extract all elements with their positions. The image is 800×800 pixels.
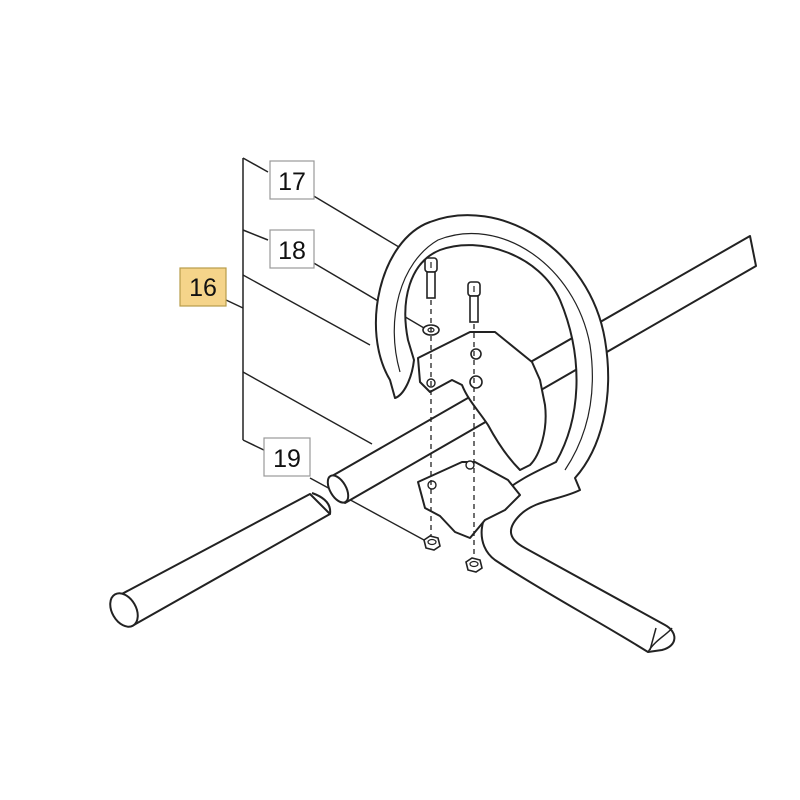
left-shaft bbox=[109, 492, 332, 628]
callout-16: 16 bbox=[179, 267, 227, 307]
group-bracket bbox=[225, 157, 269, 453]
loop-handle bbox=[374, 214, 676, 653]
leader-handle bbox=[242, 274, 371, 346]
assembly-lines bbox=[430, 300, 475, 556]
main-shaft bbox=[326, 235, 757, 504]
callout-16-label: 16 bbox=[189, 274, 217, 302]
nut-right bbox=[465, 557, 483, 573]
leader-clamp bbox=[242, 371, 373, 445]
screw-left bbox=[424, 257, 438, 299]
upper-clamp bbox=[417, 331, 547, 471]
callout-19: 19 bbox=[263, 437, 311, 477]
nut-left bbox=[423, 535, 441, 551]
callout-17: 17 bbox=[269, 160, 315, 200]
screw-right bbox=[467, 281, 481, 323]
lower-clamp bbox=[417, 460, 521, 539]
callout-17-label: 17 bbox=[278, 168, 306, 196]
callout-18-label: 18 bbox=[278, 237, 306, 265]
callout-19-label: 19 bbox=[273, 445, 301, 473]
callout-18: 18 bbox=[269, 229, 315, 269]
